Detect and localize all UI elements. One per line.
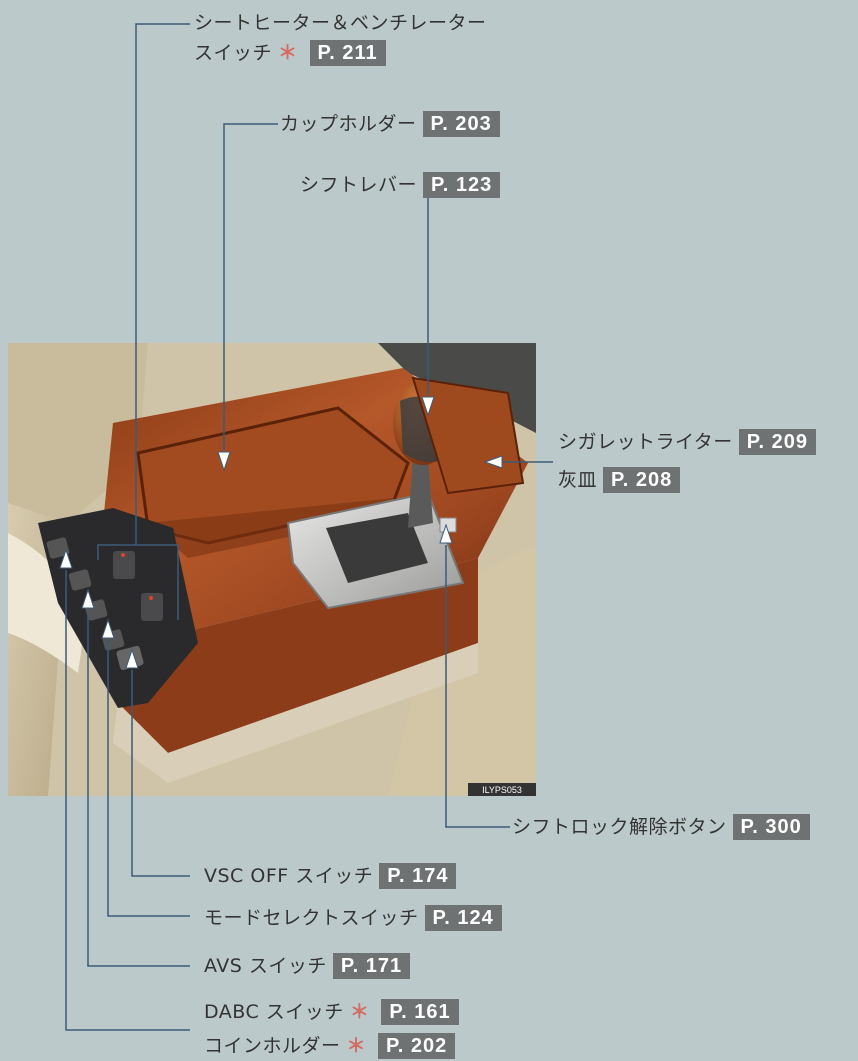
page-ref-seat-heater[interactable]: P. 211 (309, 40, 386, 66)
optional-marker: ＊ (278, 42, 298, 64)
page-ref-ashtray[interactable]: P. 208 (603, 467, 681, 493)
image-code: ILYPS053 (482, 785, 522, 795)
coin-holder-label: コインホルダー (204, 1035, 341, 1057)
mode-select-label: モードセレクトスイッチ (204, 907, 419, 929)
callout-coin-holder: コインホルダー＊ P. 202 (204, 1033, 456, 1059)
seat-heater-line2: スイッチ (194, 42, 273, 64)
callout-seat-heater-switch: スイッチ＊ P. 211 (194, 40, 386, 66)
shift-lever-label: シフトレバー (300, 174, 418, 196)
callout-dabc: DABC スイッチ＊ P. 161 (204, 999, 459, 1025)
page-ref-mode-select[interactable]: P. 124 (424, 905, 502, 931)
optional-marker: ＊ (349, 1001, 370, 1023)
page-ref-shift-lever[interactable]: P. 123 (423, 172, 501, 198)
page-ref-shift-lock-release[interactable]: P. 300 (732, 814, 810, 840)
cigarette-lighter-label: シガレットライター (558, 431, 733, 453)
callout-seat-heater: シートヒーター＆ベンチレーター (194, 10, 487, 36)
page-ref-cigarette-lighter[interactable]: P. 209 (738, 429, 816, 455)
center-console-photo: ILYPS053 (8, 343, 536, 796)
ashtray-label: 灰皿 (558, 469, 598, 491)
seat-heater-line1: シートヒーター＆ベンチレーター (194, 12, 487, 34)
dabc-label: DABC スイッチ (204, 1001, 344, 1023)
avs-label: AVS スイッチ (204, 955, 327, 977)
vsc-off-label: VSC OFF スイッチ (204, 865, 374, 887)
cup-holder-label: カップホルダー (280, 113, 417, 135)
page-ref-vsc-off[interactable]: P. 174 (379, 863, 457, 889)
optional-marker: ＊ (346, 1035, 367, 1057)
shift-lock-release-label: シフトロック解除ボタン (512, 816, 727, 838)
page-ref-avs[interactable]: P. 171 (332, 953, 411, 979)
page-ref-cup-holder[interactable]: P. 203 (422, 111, 500, 137)
page-ref-coin-holder[interactable]: P. 202 (378, 1033, 456, 1059)
page-ref-dabc[interactable]: P. 161 (381, 999, 459, 1025)
